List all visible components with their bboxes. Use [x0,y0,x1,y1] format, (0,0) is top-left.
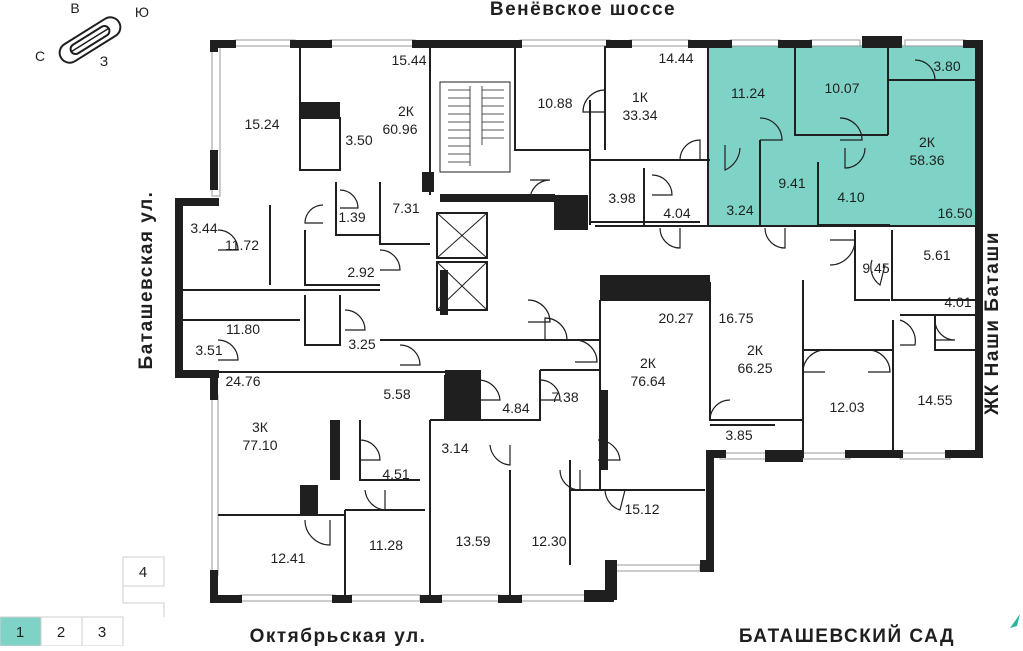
apartment-type: 2К [747,342,764,358]
floor-button-3[interactable] [81,616,124,647]
room-area: 20.27 [658,310,693,326]
room-area: 3.98 [608,190,635,206]
apartment-type: 2К [919,134,936,150]
room-area: 11.24 [731,85,765,101]
room-area: 11.80 [226,321,260,337]
room-area: 15.44 [391,52,426,68]
room-area: 16.50 [937,205,972,221]
room-area: 7.31 [392,200,419,216]
room-area: 1.39 [338,209,365,225]
room-area: 12.30 [531,533,566,549]
floor-label-3: 3 [98,624,106,641]
apartment-type: 2К [398,103,415,119]
apartment-area: 33.34 [622,107,657,123]
room-area: 13.59 [455,533,490,549]
room-area: 4.51 [382,466,409,482]
room-area: 4.84 [502,400,529,416]
room-area: 3.85 [725,427,752,443]
floor-selector: 1 2 3 4 [0,556,165,647]
room-area: 11.28 [369,537,403,553]
room-area: 3.25 [348,336,375,352]
apartment-area: 60.96 [382,121,417,137]
exterior-walls [175,36,983,603]
compass-west: З [100,53,108,69]
room-area: 3.14 [441,440,468,456]
room-area: 14.44 [658,50,693,66]
room-area: 5.61 [923,247,950,263]
room-area: 4.04 [663,205,690,221]
floor-label-1: 1 [16,624,24,641]
street-label-bottom-left: Октябрьская ул. [250,626,427,646]
floor-button-4[interactable] [122,556,165,587]
floor-label-2: 2 [57,624,65,641]
room-area: 12.41 [270,550,305,566]
floor-button-1[interactable] [0,616,42,647]
room-area: 14.55 [917,392,952,408]
room-area: 3.24 [726,202,753,218]
apartment-area: 77.10 [242,437,277,453]
room-area: 15.24 [244,116,279,132]
room-area: 12.03 [829,399,864,415]
apartment-type: 3К [252,419,269,435]
room-area: 3.80 [933,58,960,74]
room-area: 4.01 [944,294,971,310]
room-area: 9.45 [862,260,889,276]
apartment-labels: 2К 60.96 1К 33.34 2К 58.36 2К 76.64 2К 6… [242,89,944,453]
apartment-type: 1К [632,89,649,105]
door-swings [217,59,956,546]
room-area: 9.41 [778,175,805,191]
room-area: 7.38 [551,389,578,405]
elevator-shafts [436,212,488,311]
room-area: 3.50 [345,132,372,148]
room-area: 16.75 [718,310,753,326]
room-area: 2.92 [347,264,374,280]
room-area: 5.58 [383,386,410,402]
street-label-left: Баташевская ул. [136,191,157,370]
compass-south: Ю [135,4,149,20]
apartment-area: 66.25 [737,360,772,376]
compass: С В Ю З [35,0,149,69]
floor-label-4: 4 [139,564,147,581]
room-area: 3.51 [195,342,222,358]
interior-walls [182,46,978,600]
arrow-icon [1010,614,1020,628]
apartment-type: 2К [640,355,657,371]
room-area-labels: 15.44 15.24 3.50 1.39 7.31 3.44 11.72 2.… [190,50,972,566]
structural-walls [300,102,710,515]
street-label-top: Венёвское шоссе [490,0,676,20]
room-area: 4.10 [837,189,864,205]
room-area: 10.88 [537,95,572,111]
stairwell [439,81,511,173]
street-label-right: ЖК Наши Баташи [982,231,1003,416]
compass-north: С [35,48,45,64]
street-label-bottom-right: БАТАШЕВСКИЙ САД [739,625,955,646]
apartment-area: 58.36 [909,152,944,168]
compass-east: В [70,0,79,16]
room-area: 24.76 [225,373,260,389]
room-area: 15.12 [624,501,659,517]
room-area: 10.07 [824,80,859,96]
room-area: 3.44 [190,220,217,236]
apartment-area: 76.64 [630,373,665,389]
room-area: 11.72 [225,237,259,253]
